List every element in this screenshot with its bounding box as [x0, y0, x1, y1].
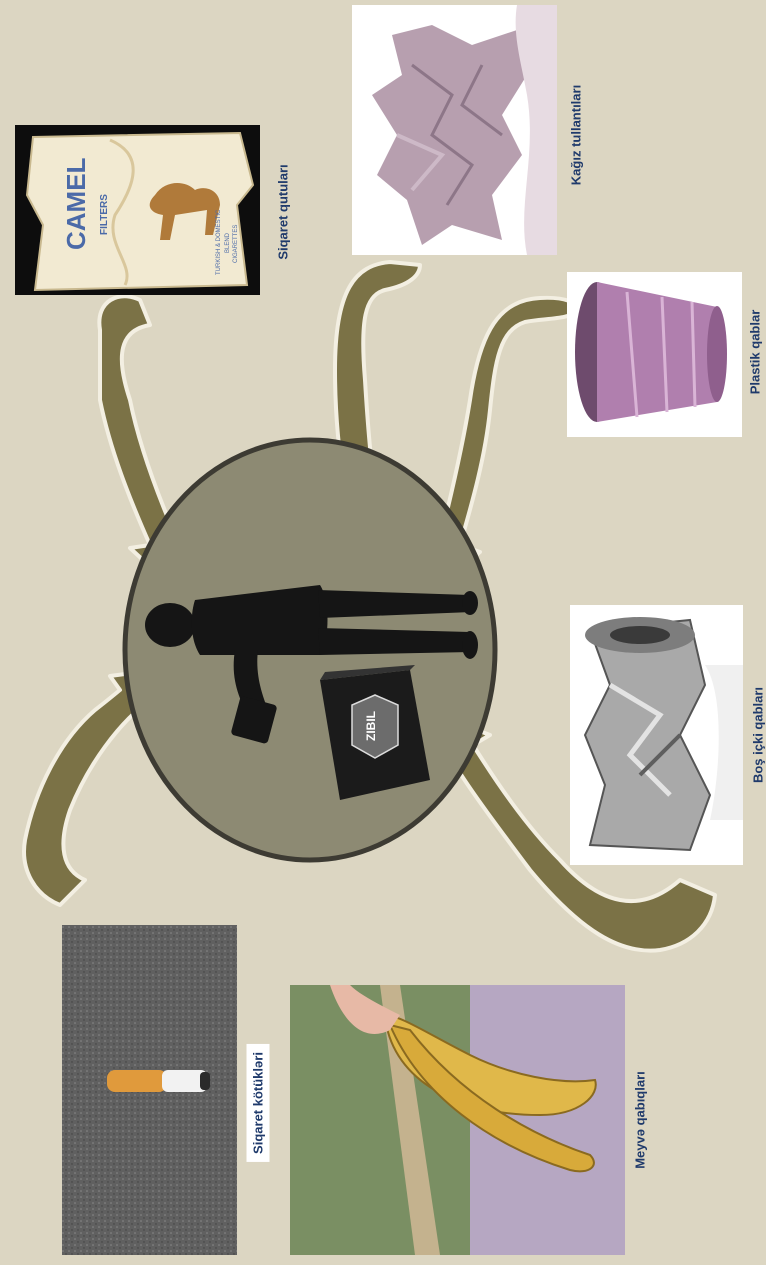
svg-text:BLEND: BLEND [225, 232, 231, 253]
photo-plastic-cups [567, 272, 742, 437]
label-paper-waste: Kağız tullantıları [569, 85, 584, 185]
svg-text:CAMEL: CAMEL [61, 157, 91, 250]
bin-label: ZIBIL [364, 711, 378, 741]
svg-text:FILTERS: FILTERS [99, 194, 110, 235]
svg-text:TURKISH & DOMESTIC: TURKISH & DOMESTIC [216, 209, 222, 275]
photo-paper-waste [352, 5, 557, 255]
photo-fruit-peels [290, 985, 625, 1255]
label-empty-cans: Boş içki qabları [751, 687, 766, 783]
svg-text:CIGARETTES: CIGARETTES [233, 225, 239, 263]
label-plastic-cups: Plastik qablar [748, 310, 763, 395]
photo-empty-cans [570, 605, 743, 865]
photo-cigarette-butts [62, 925, 237, 1255]
photo-cigarette-packs: CAMEL FILTERS TURKISH & DOMESTIC BLEND C… [15, 125, 260, 295]
label-fruit-peels: Meyvə qabıqları [633, 1071, 648, 1169]
label-cigarette-butts: Siqaret kötükləri [247, 1044, 270, 1162]
label-cigarette-packs: Siqaret qutuları [276, 164, 291, 259]
